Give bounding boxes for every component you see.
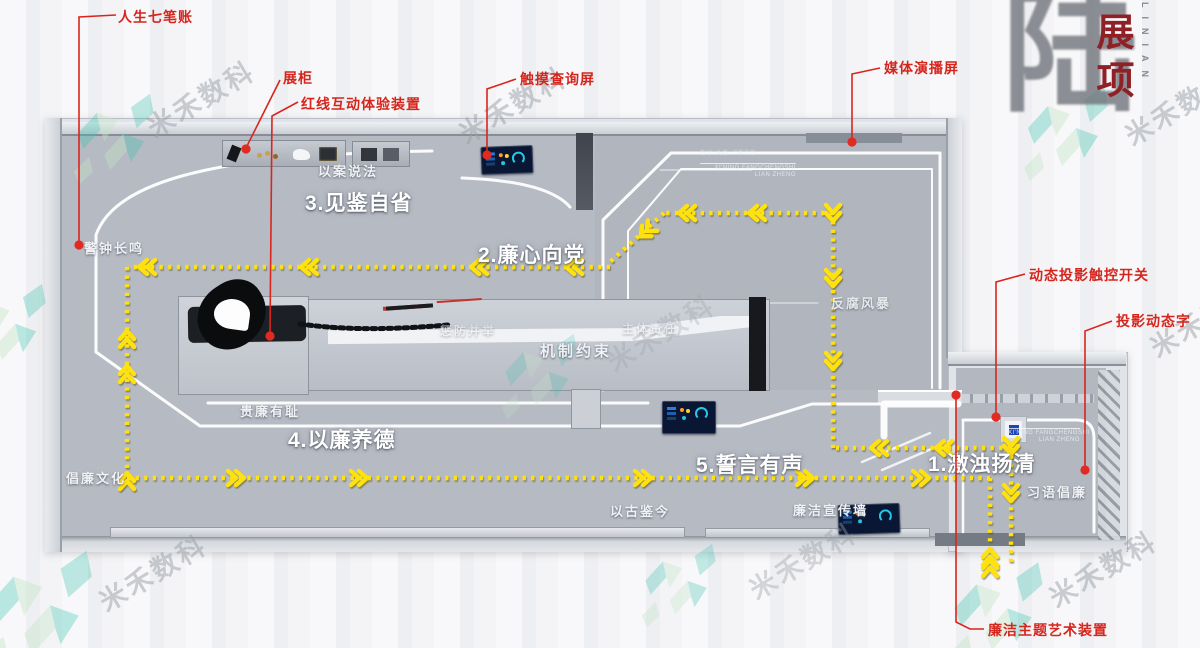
top-wall	[62, 122, 948, 136]
exhibit-kiosk	[571, 389, 601, 429]
bottom-wall	[62, 536, 948, 552]
area-label-guilianyouchi: 贵廉有耻	[240, 404, 301, 419]
area-label-chengfangbingju: 惩防并举	[440, 324, 497, 338]
central-exhibit-table	[308, 299, 770, 391]
wall-caption: XI'NING FANGCHENGSHI LIAN ZHENG	[700, 163, 796, 179]
wing-slats	[958, 394, 1094, 403]
callout-label-media-screen: 媒体演播屏	[884, 62, 959, 77]
exhibit-dark-panel	[749, 297, 766, 391]
area-label-yianshuofa: 以案说法	[318, 164, 379, 179]
callout-label-art-installation: 廉洁主题艺术装置	[988, 624, 1108, 639]
zone-label-5: 5.誓言有声	[696, 454, 804, 477]
zone-label-4: 4.以廉养德	[288, 429, 396, 452]
area-label-jingzhongchangming: 警钟长鸣	[84, 241, 145, 256]
area-label-xiyuchanglian: 习语倡廉	[1027, 485, 1088, 500]
right-wall	[946, 118, 962, 358]
area-label-lianjiexuanchuanqiang: 廉洁宣传墙	[793, 503, 869, 518]
area-label-fanfufengbao: 反腐风暴	[831, 296, 892, 311]
bottom-display-wall-right	[705, 528, 930, 538]
wing-top-wall	[948, 352, 1126, 366]
switch-icon	[1009, 425, 1019, 435]
entrance-door-gap	[935, 533, 1025, 546]
relic-icon	[361, 148, 377, 161]
treasure-box-icon	[319, 147, 337, 161]
callout-label-display-case: 展柜	[283, 72, 313, 87]
oath-screen-device	[662, 401, 716, 434]
area-label-jizhiyueshu: 机制约束	[540, 343, 613, 360]
wall-caption-line1: XI'NING FANGCHENGSHI	[714, 165, 796, 171]
callout-label-life-account: 人生七笔账	[118, 11, 193, 26]
zone-label-1: 1.激浊扬清	[928, 453, 1036, 476]
wing-caption-line1: XI'NING FANGCHENGSHI	[1008, 430, 1090, 436]
wing-right-hatch-wall	[1098, 370, 1120, 540]
area-label-yigujianjin: 以古鉴今	[610, 504, 671, 519]
zone-label-3: 3.见鉴自省	[305, 192, 413, 215]
wall-caption-line2: LIAN ZHENG	[754, 172, 796, 178]
callout-label-projection-text: 投影动态字	[1116, 315, 1191, 330]
display-case-small	[352, 141, 410, 167]
coins-icon	[257, 153, 262, 158]
callout-label-red-line-device: 红线互动体验装置	[301, 98, 421, 113]
callout-label-projection-switch: 动态投影触控开关	[1029, 269, 1149, 284]
display-case-artifacts	[222, 140, 346, 167]
left-wall	[45, 118, 62, 552]
partition-wall	[576, 133, 593, 210]
title-side-text: LINIAN	[1140, 2, 1150, 86]
title-big-character: 陆	[1002, 0, 1138, 129]
callout-dots	[74, 137, 1090, 475]
horse-figurine-icon	[293, 149, 310, 160]
area-label-changlianwenhua: 倡廉文化	[66, 471, 127, 486]
path-diagonal	[608, 211, 666, 264]
page-title: 展项	[1090, 12, 1132, 108]
zone-label-2: 2.廉心向党	[478, 244, 586, 267]
wing-caption-line2: LIAN ZHENG	[1038, 437, 1080, 443]
wing-caption: XI'NING FANGCHENGSHI LIAN ZHENG	[1008, 428, 1089, 444]
callout-label-touch-screen: 触摸查询屏	[520, 73, 595, 88]
area-label-zhutizeren: 主体责任	[622, 322, 679, 336]
bottom-display-wall	[110, 527, 685, 538]
wall-code-text: GY-AG-7F7G	[700, 150, 757, 157]
